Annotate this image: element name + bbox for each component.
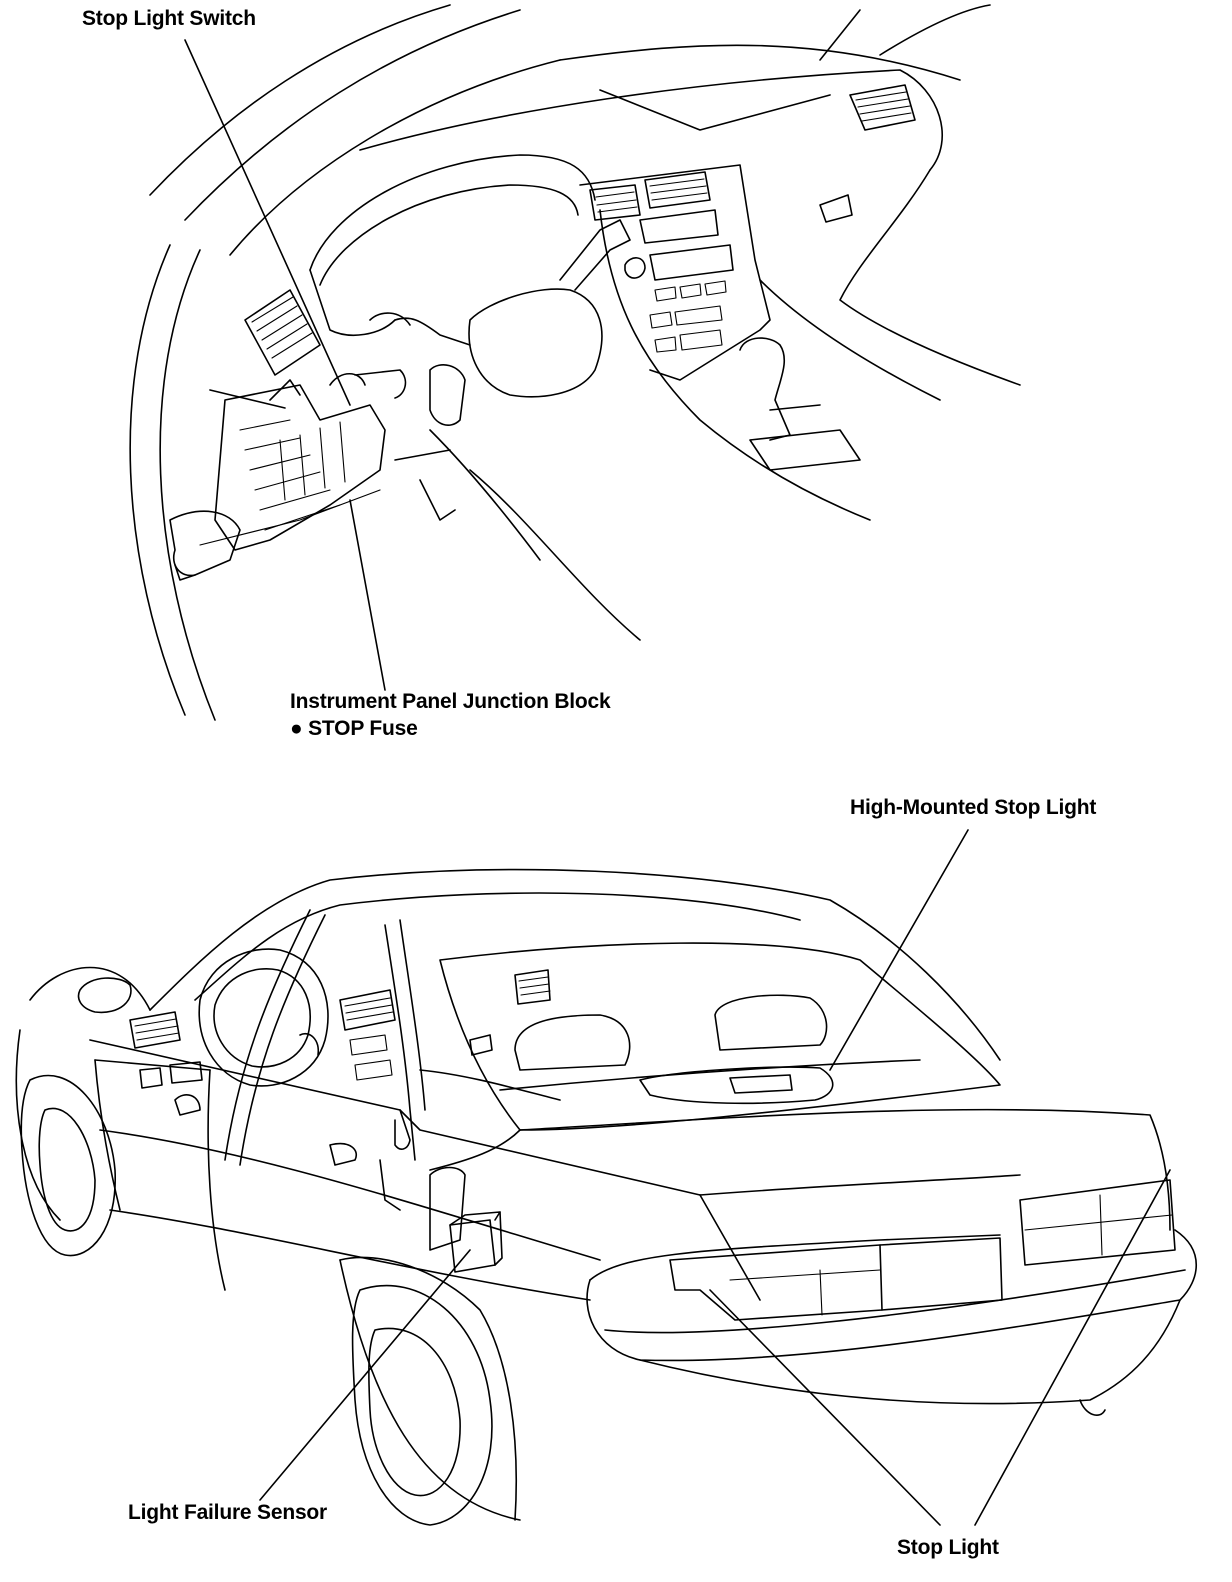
- leader-stop-light-right: [974, 1169, 1171, 1526]
- label-high-mounted-stop-light: High-Mounted Stop Light: [850, 796, 1097, 819]
- label-stop-light-switch: Stop Light Switch: [82, 7, 256, 30]
- label-instrument-panel-junction-block: Instrument Panel Junction Block: [290, 690, 611, 713]
- bullet-icon: ●: [290, 717, 303, 740]
- leader-light-failure-sensor: [259, 1249, 471, 1501]
- leader-stop-light-left: [709, 1289, 941, 1526]
- label-light-failure-sensor: Light Failure Sensor: [128, 1501, 328, 1524]
- label-stop-fuse: STOP Fuse: [308, 717, 418, 740]
- label-stop-light: Stop Light: [897, 1536, 999, 1559]
- label-stop-fuse-row: ● STOP Fuse: [290, 716, 418, 742]
- car-illustration: [15, 829, 1198, 1526]
- leader-junction-block: [349, 499, 386, 691]
- leader-high-mounted-stop-light: [829, 829, 969, 1071]
- dashboard-illustration: [129, 4, 1021, 721]
- leader-stop-light-switch: [184, 39, 351, 406]
